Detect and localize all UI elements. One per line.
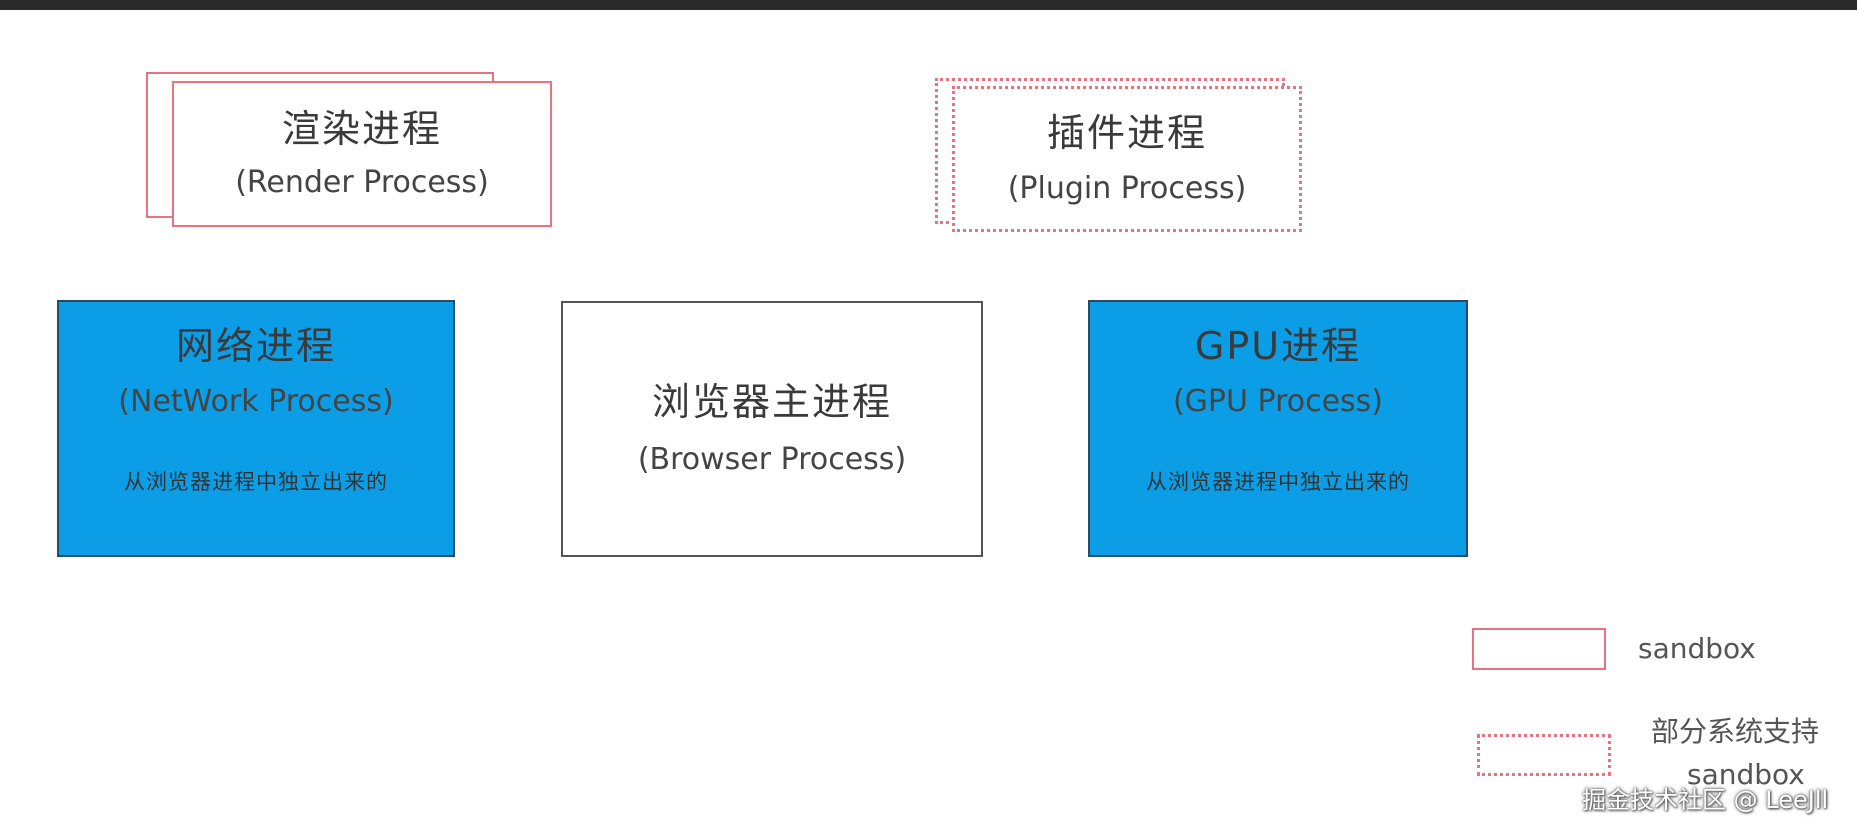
legend-partial-sandbox-label-line2: sandbox [1687, 758, 1805, 791]
plugin-process-title-cn: 插件进程 [1046, 111, 1207, 156]
network-process-title-en: (NetWork Process) [118, 383, 394, 419]
legend-sandbox-swatch [1472, 628, 1606, 670]
network-process-title-cn: 网络进程 [175, 324, 336, 368]
top-bar [0, 0, 1857, 10]
render-process-title-en: (Render Process) [235, 164, 489, 200]
legend-partial-sandbox-swatch [1477, 734, 1611, 776]
legend-partial-sandbox-label-line1: 部分系统支持 [1651, 715, 1820, 748]
legend-sandbox-label: sandbox [1638, 632, 1756, 665]
network-process-note: 从浏览器进程中独立出来的 [124, 469, 388, 494]
gpu-process-note: 从浏览器进程中独立出来的 [1146, 469, 1410, 494]
browser-process-title-en: (Browser Process) [637, 441, 907, 477]
gpu-process-title-en: (GPU Process) [1172, 383, 1384, 419]
gpu-process-title-cn: GPU进程 [1194, 324, 1362, 368]
browser-process-title-cn: 浏览器主进程 [651, 380, 892, 425]
gpu-process-box: GPU进程 (GPU Process) 从浏览器进程中独立出来的 [1088, 300, 1468, 557]
render-process-title-cn: 渲染进程 [281, 107, 442, 152]
plugin-process-box: 插件进程 (Plugin Process) [952, 86, 1302, 232]
network-process-box: 网络进程 (NetWork Process) 从浏览器进程中独立出来的 [57, 300, 455, 557]
browser-process-box: 浏览器主进程 (Browser Process) [561, 301, 983, 557]
plugin-process-title-en: (Plugin Process) [1007, 170, 1247, 206]
watermark: 掘金技术社区 @ LeeJll [1582, 786, 1829, 814]
render-process-box: 渲染进程 (Render Process) [172, 81, 552, 227]
